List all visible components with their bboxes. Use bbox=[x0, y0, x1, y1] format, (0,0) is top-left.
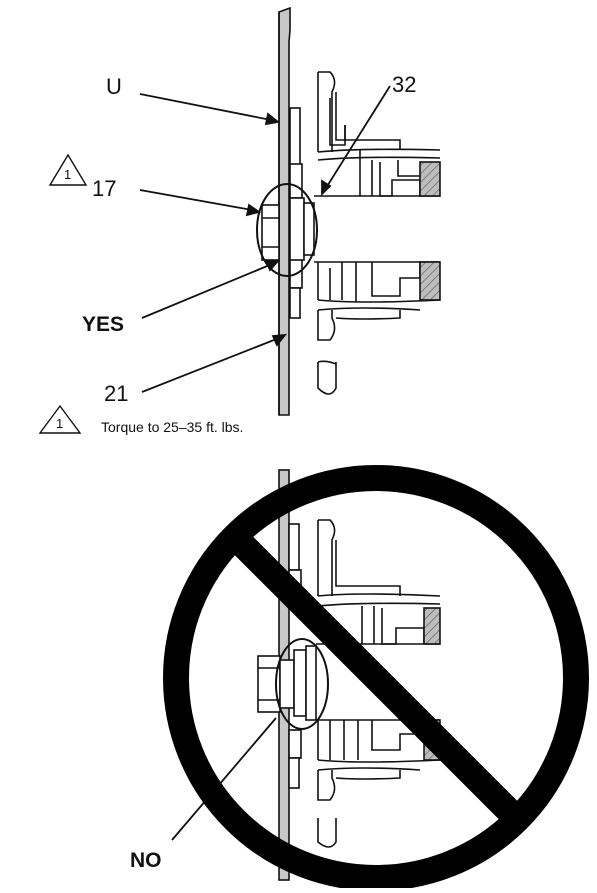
label-21: 21 bbox=[104, 381, 129, 406]
top-highlight-ellipse bbox=[256, 183, 318, 277]
top-assembly bbox=[256, 6, 441, 416]
bottom-highlight-ellipse bbox=[275, 638, 329, 730]
torque-marker-triangle-note bbox=[38, 404, 82, 434]
torque-note: Torque to 25–35 ft. lbs. bbox=[101, 419, 244, 435]
prohibition-sign bbox=[163, 465, 589, 891]
label-32: 32 bbox=[392, 72, 417, 97]
bottom-assembly bbox=[257, 469, 441, 881]
label-u: U bbox=[106, 74, 122, 99]
torque-marker-number-note: 1 bbox=[56, 416, 64, 431]
top-bolt-head bbox=[261, 204, 280, 261]
top-leaders bbox=[139, 85, 391, 393]
no-leader bbox=[171, 717, 277, 841]
label-17: 17 bbox=[92, 176, 117, 201]
torque-marker-triangle-top bbox=[48, 153, 88, 186]
top-panel bbox=[278, 6, 291, 416]
torque-marker-number-top: 1 bbox=[64, 167, 72, 182]
label-no: NO bbox=[130, 849, 162, 872]
top-upper-plate bbox=[289, 107, 301, 167]
label-yes: YES bbox=[82, 313, 125, 336]
